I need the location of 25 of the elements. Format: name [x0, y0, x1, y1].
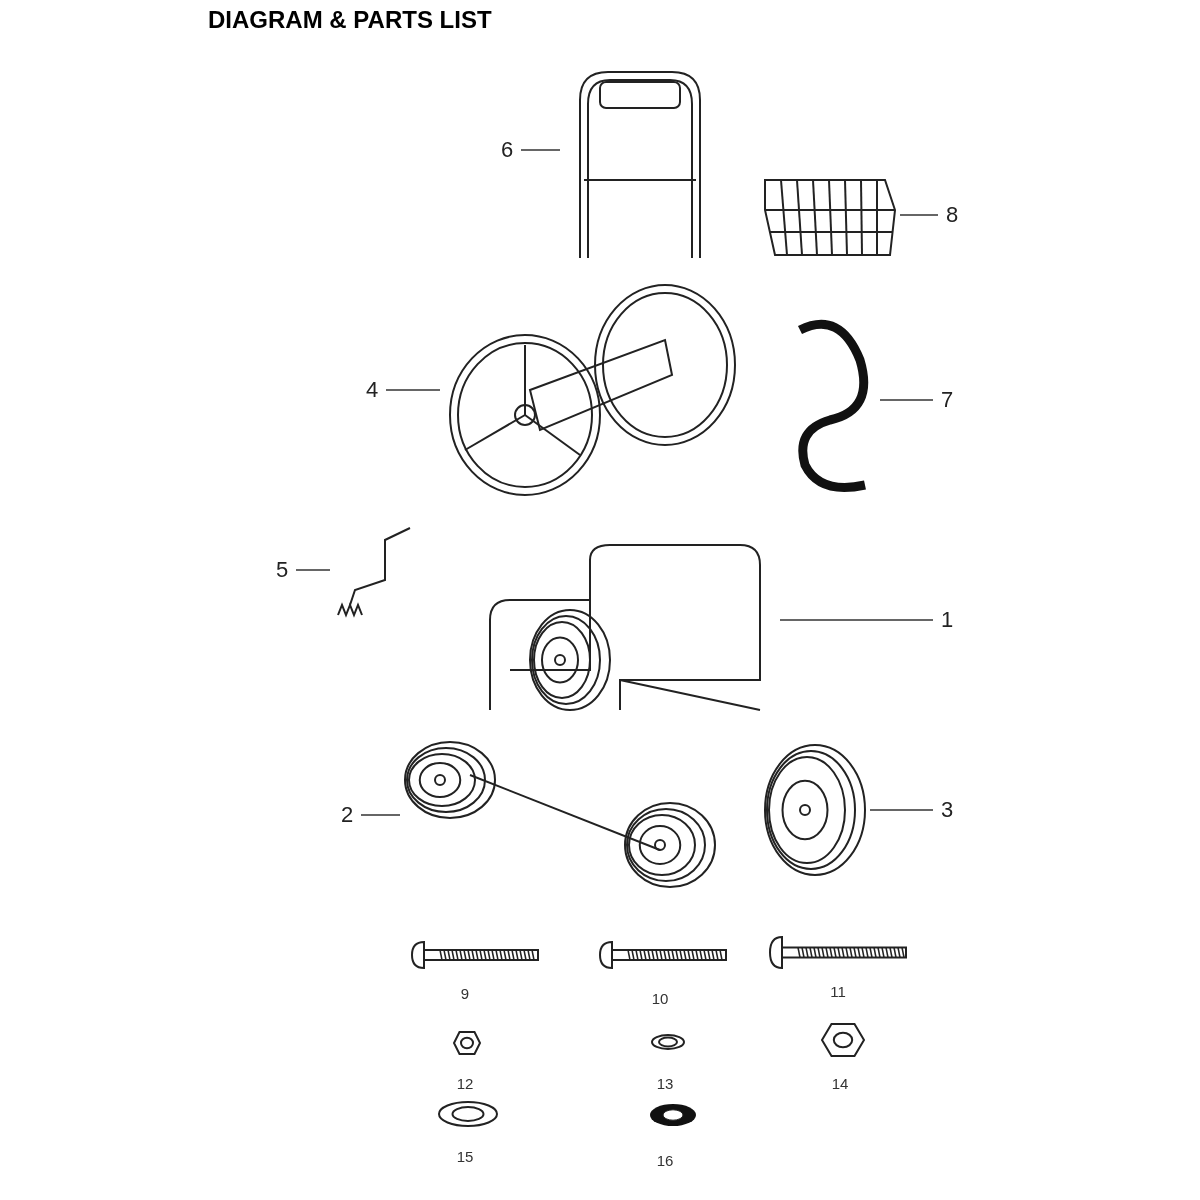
leader-line	[385, 389, 441, 391]
callout-number: 3	[935, 797, 959, 823]
leader-line	[360, 814, 401, 816]
callout-number: 6	[495, 137, 519, 163]
callout-number: 9	[459, 985, 471, 1002]
leader-line	[869, 809, 934, 811]
leader-line	[295, 569, 331, 571]
callout-number: 10	[650, 990, 670, 1007]
callout-number: 13	[655, 1075, 675, 1092]
callout-number: 7	[935, 387, 959, 413]
leader-line	[879, 399, 934, 401]
callout-number: 16	[655, 1152, 675, 1169]
callout-number: 4	[360, 377, 384, 403]
callout-number: 8	[940, 202, 964, 228]
leader-line	[520, 149, 561, 151]
callout-number: 12	[455, 1075, 475, 1092]
callout-number: 14	[830, 1075, 850, 1092]
callout-number: 15	[455, 1148, 475, 1165]
leader-line	[779, 619, 934, 621]
leader-line	[899, 214, 939, 216]
callout-number: 5	[270, 557, 294, 583]
callout-number: 11	[829, 983, 847, 1000]
title: DIAGRAM & PARTS LIST	[208, 6, 492, 34]
callout-number: 2	[335, 802, 359, 828]
callout-number: 1	[935, 607, 959, 633]
